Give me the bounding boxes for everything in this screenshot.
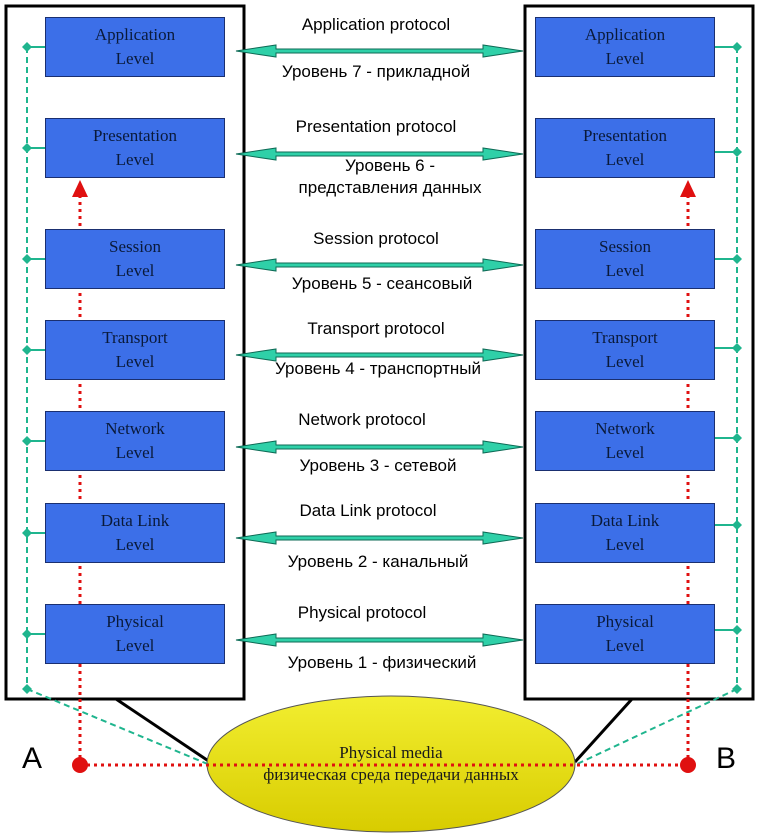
- layer-name: Presentation: [92, 126, 178, 145]
- host-a-diamond: [22, 629, 32, 639]
- layer-word: Level: [115, 49, 155, 68]
- layer-word: Level: [605, 261, 645, 280]
- protocol-label-presentation: Presentation protocol: [295, 117, 457, 136]
- host-b-diamond: [732, 625, 742, 635]
- layer-word: Level: [115, 261, 155, 280]
- layer-word: Level: [115, 443, 155, 462]
- layer-word: Level: [605, 636, 645, 655]
- host-b-diamond: [732, 147, 742, 157]
- host-a-endpoint: [72, 757, 88, 773]
- media-title: Physical media: [339, 743, 443, 762]
- layer-name: Data Link: [100, 511, 170, 530]
- layer-name: Application: [94, 25, 176, 44]
- layer-name: Transport: [592, 328, 658, 347]
- host-a-diamond: [22, 254, 32, 264]
- host-a-label: A: [22, 742, 43, 775]
- layer-word: Level: [115, 636, 155, 655]
- host-b-diamond: [732, 343, 742, 353]
- host-b-media-connector: [573, 697, 634, 764]
- level-label-2: Уровень 2 - канальный: [287, 552, 469, 571]
- host-a-data-link-level: Data Link Level: [45, 503, 225, 563]
- level-label-5: Уровень 5 - сеансовый: [291, 274, 473, 293]
- host-b-diamond: [732, 42, 742, 52]
- host-b-session-level: Session Level: [535, 229, 715, 289]
- data-path-a-arrowhead: [72, 180, 88, 197]
- protocol-arrow: [235, 633, 524, 647]
- layer-name: Presentation: [582, 126, 668, 145]
- host-a-media-dash: [26, 688, 211, 766]
- host-b-label: B: [716, 742, 737, 775]
- data-path-b-arrowhead: [680, 180, 696, 197]
- layer-name: Data Link: [590, 511, 660, 530]
- host-a-media-connector: [115, 697, 211, 764]
- host-a-physical-level: Physical Level: [45, 604, 225, 664]
- protocol-arrow: [235, 258, 524, 272]
- level-label-6: Уровень 6 - представления данных: [298, 156, 482, 197]
- layer-name: Network: [105, 419, 165, 438]
- layer-word: Level: [605, 443, 645, 462]
- protocol-arrow: [235, 348, 524, 362]
- host-a-application-level: Application Level: [45, 17, 225, 77]
- level-label-3: Уровень 3 - сетевой: [299, 456, 457, 475]
- protocol-label-transport: Transport protocol: [307, 319, 445, 338]
- layer-word: Level: [115, 535, 155, 554]
- level-label-7: Уровень 7 - прикладной: [281, 62, 471, 81]
- host-a-diamond: [22, 143, 32, 153]
- layer-name: Physical: [106, 612, 164, 631]
- host-a-frame: [4, 4, 246, 701]
- protocol-arrow: [235, 44, 524, 58]
- diagram-elements: [22, 42, 742, 773]
- host-a-network-level: Network Level: [45, 411, 225, 471]
- layer-word: Level: [605, 535, 645, 554]
- host-b-diamond: [732, 433, 742, 443]
- layer-word: Level: [605, 49, 645, 68]
- layer-name: Physical: [596, 612, 654, 631]
- protocol-label-physical: Physical protocol: [297, 603, 427, 622]
- host-b-application-level: Application Level: [535, 17, 715, 77]
- host-b-data-link-level: Data Link Level: [535, 503, 715, 563]
- host-a-diamond: [22, 436, 32, 446]
- host-b-presentation-level: Presentation Level: [535, 118, 715, 178]
- host-a-transport-level: Transport Level: [45, 320, 225, 380]
- level-label-1: Уровень 1 - физический: [287, 653, 477, 672]
- host-b-frame: [523, 4, 755, 701]
- layer-name: Session: [599, 237, 651, 256]
- layer-word: Level: [605, 352, 645, 371]
- host-a-diamond: [22, 528, 32, 538]
- protocol-label-network: Network protocol: [298, 410, 426, 429]
- host-b-physical-level: Physical Level: [535, 604, 715, 664]
- host-b-diamond: [732, 254, 742, 264]
- layer-word: Level: [115, 352, 155, 371]
- protocol-label-application: Application protocol: [301, 15, 451, 34]
- host-b-network-level: Network Level: [535, 411, 715, 471]
- host-b-diamond: [732, 520, 742, 530]
- host-a-diamond: [22, 42, 32, 52]
- media-subtitle: физическая среда передачи данных: [263, 765, 519, 784]
- layer-name: Application: [584, 25, 666, 44]
- protocol-arrow: [235, 531, 524, 545]
- layer-name: Transport: [102, 328, 168, 347]
- layer-name: Network: [595, 419, 655, 438]
- host-b-endpoint: [680, 757, 696, 773]
- protocol-label-data-link: Data Link protocol: [299, 501, 437, 520]
- level-label-4: Уровень 4 - транспортный: [275, 359, 481, 378]
- protocol-label-session: Session protocol: [313, 229, 439, 248]
- layer-word: Level: [115, 150, 155, 169]
- host-a-diamond: [22, 345, 32, 355]
- layer-word: Level: [605, 150, 645, 169]
- host-a-presentation-level: Presentation Level: [45, 118, 225, 178]
- layer-name: Session: [109, 237, 161, 256]
- host-a-session-level: Session Level: [45, 229, 225, 289]
- host-b-transport-level: Transport Level: [535, 320, 715, 380]
- protocol-arrow: [235, 147, 524, 161]
- protocol-arrow: [235, 440, 524, 454]
